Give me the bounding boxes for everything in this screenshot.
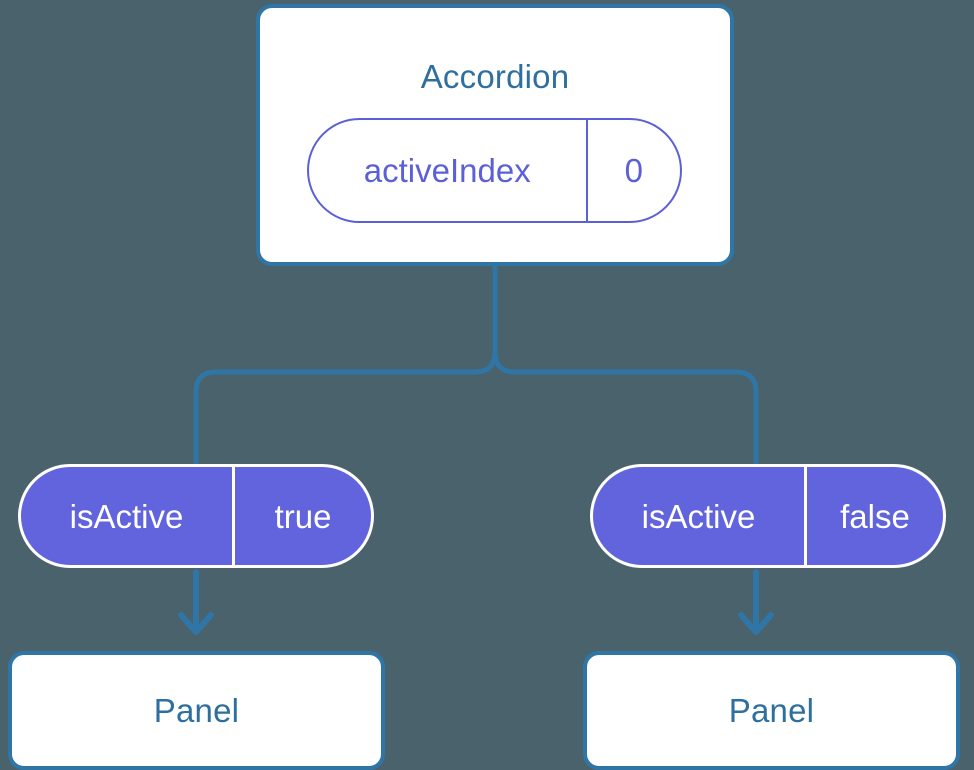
arrow-down-icon-left (178, 569, 214, 635)
component-title-accordion: Accordion (420, 58, 570, 95)
connector-trunk-left (193, 263, 498, 467)
state-pill-active-index[interactable]: activeIndex 0 (307, 118, 682, 223)
prop-pill-value: false (840, 497, 910, 535)
state-pill-key: activeIndex (309, 120, 588, 221)
prop-pill-key: isActive (593, 467, 807, 565)
prop-pill-is-active-true[interactable]: isActive true (18, 464, 374, 568)
prop-pill-key: isActive (21, 467, 235, 565)
state-pill-value: 0 (624, 152, 643, 189)
arrow-down-icon-right (738, 569, 774, 635)
connector-trunk-right (492, 263, 759, 467)
component-card-panel-right[interactable]: Panel (583, 651, 960, 770)
prop-pill-value: true (274, 497, 332, 535)
component-title-panel: Panel (728, 692, 815, 729)
component-title-panel: Panel (153, 692, 240, 729)
prop-pill-is-active-false[interactable]: isActive false (590, 464, 946, 568)
component-card-panel-left[interactable]: Panel (8, 651, 385, 770)
